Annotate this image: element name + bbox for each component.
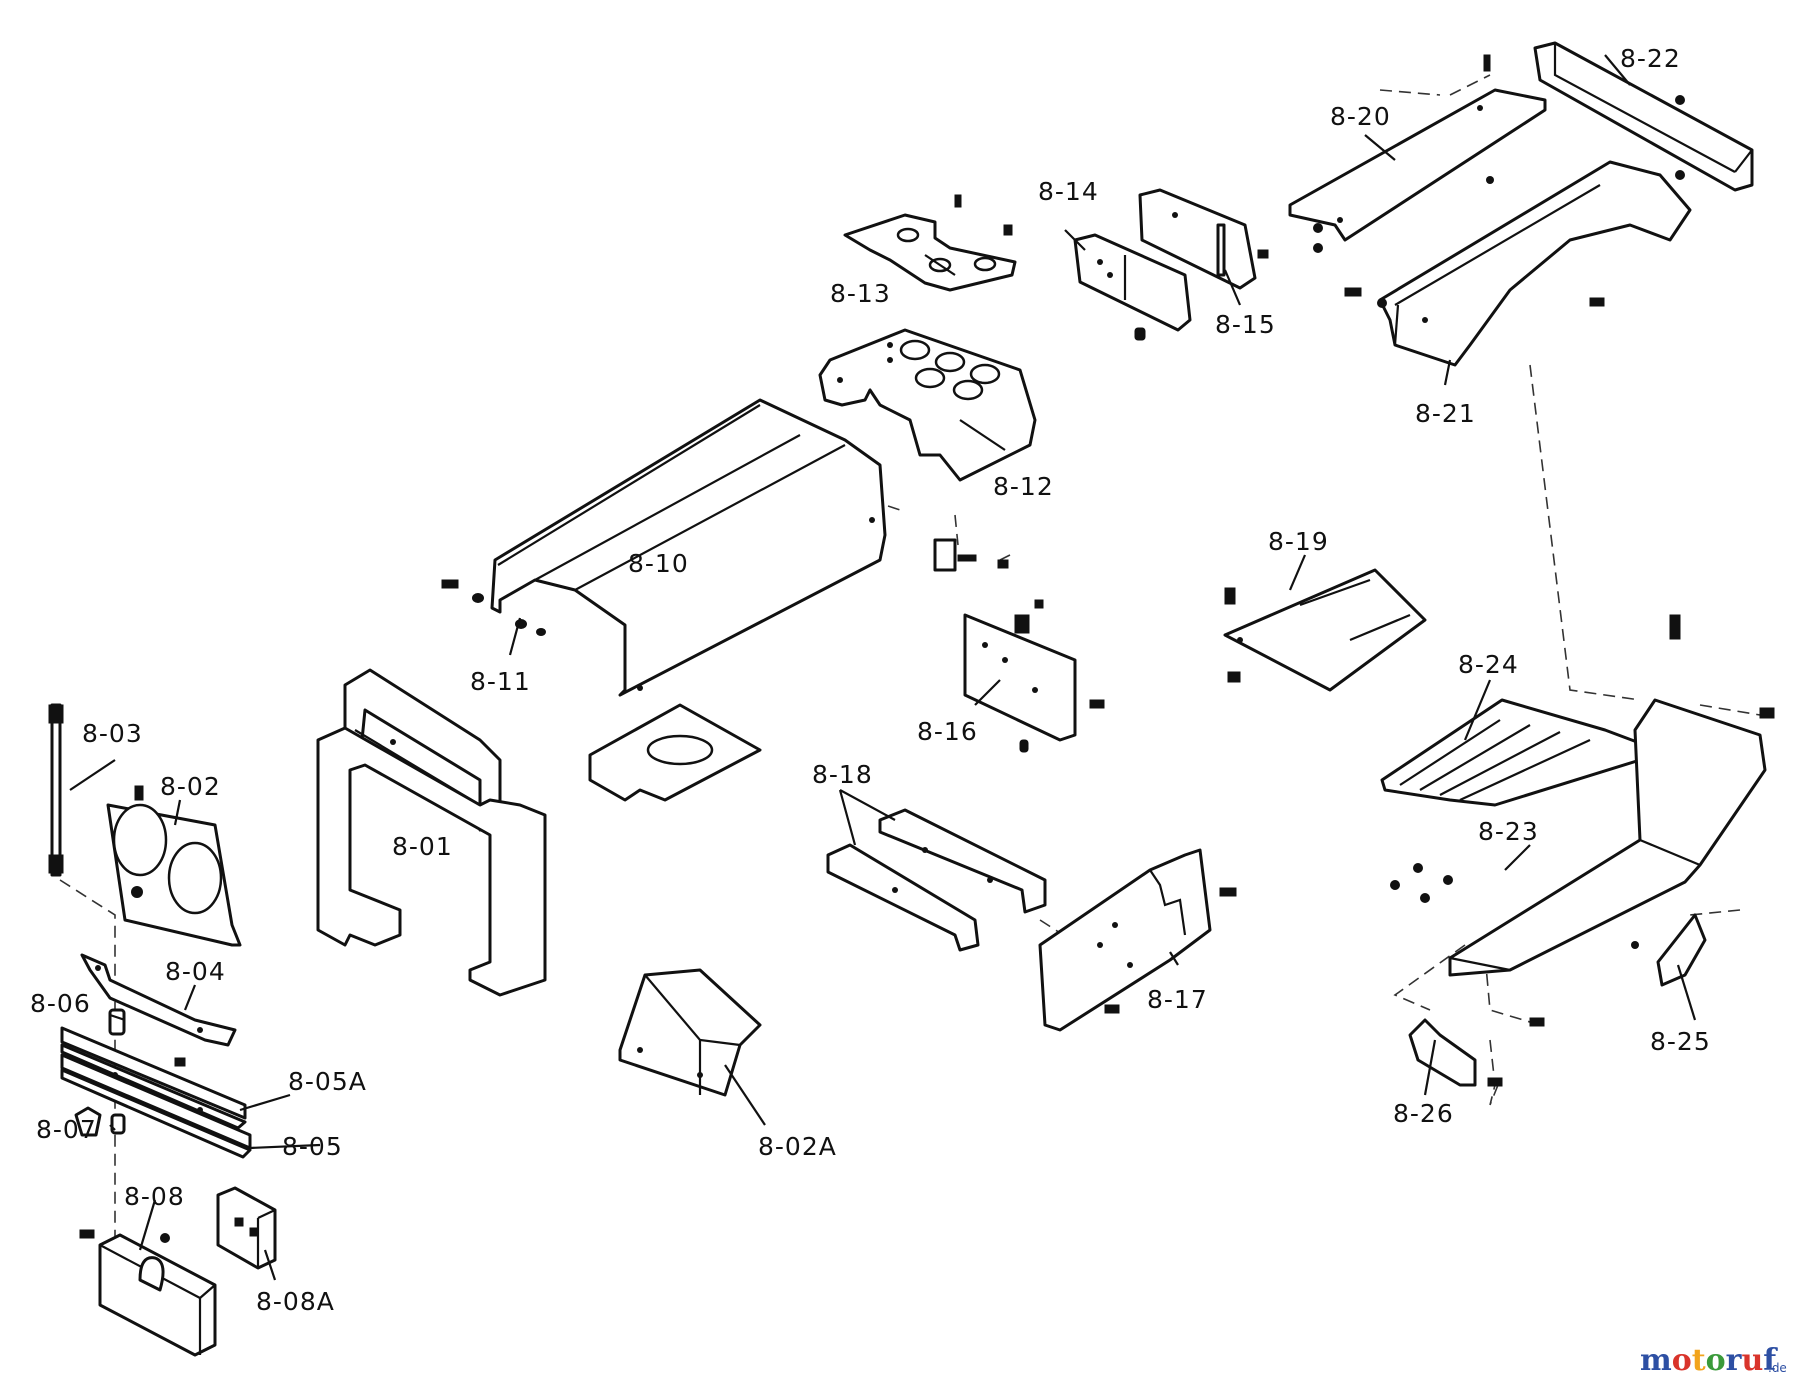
watermark-letter: o <box>1706 1343 1726 1378</box>
label-8-02A: 8-02A <box>758 1132 837 1161</box>
part-8-08A-plate <box>216 1186 277 1270</box>
part-8-21-fender <box>1344 160 1692 367</box>
label-8-05: 8-05 <box>282 1132 343 1161</box>
label-8-26: 8-26 <box>1393 1099 1454 1128</box>
label-8-21: 8-21 <box>1415 399 1476 428</box>
label-8-22: 8-22 <box>1620 44 1681 73</box>
label-8-24: 8-24 <box>1458 650 1519 679</box>
watermark-letter: m <box>1640 1343 1672 1378</box>
part-8-20-angle <box>1288 54 1547 253</box>
label-8-18: 8-18 <box>812 760 873 789</box>
label-8-14: 8-14 <box>1038 177 1099 206</box>
label-8-16: 8-16 <box>917 717 978 746</box>
part-8-03-rod <box>48 703 64 877</box>
watermark-suffix: .de <box>1768 1361 1787 1375</box>
label-8-17: 8-17 <box>1147 985 1208 1014</box>
part-8-02A-bracket <box>618 968 762 1097</box>
part-8-13-plate <box>843 194 1017 292</box>
label-8-12: 8-12 <box>993 472 1054 501</box>
callout-labels: 8-01 8-02 8-02A 8-03 8-04 8-05 8-05A 8-0… <box>30 44 1711 1316</box>
svg-text:motoruf: motoruf <box>1640 1343 1778 1378</box>
part-8-04-bracket <box>80 953 237 1047</box>
label-8-07: 8-07 <box>36 1115 97 1144</box>
label-8-08: 8-08 <box>124 1182 185 1211</box>
part-8-12-dash-panel <box>818 328 1037 482</box>
label-8-02: 8-02 <box>160 772 221 801</box>
part-8-10-hood <box>490 398 887 697</box>
label-8-10: 8-10 <box>628 549 689 578</box>
part-8-23-footrest <box>1390 614 1775 977</box>
watermark-letter: o <box>1672 1343 1692 1378</box>
part-8-02A-plate <box>588 703 762 802</box>
label-8-01: 8-01 <box>392 832 453 861</box>
watermark-letter: u <box>1741 1343 1763 1378</box>
watermark-letter: t <box>1692 1343 1706 1378</box>
part-8-16-panel <box>963 599 1105 753</box>
part-8-06-spacer <box>108 1008 126 1036</box>
part-8-15-bracket <box>1138 188 1269 290</box>
label-8-23: 8-23 <box>1478 817 1539 846</box>
part-8-19-plate <box>1223 568 1427 692</box>
part-8-22-channel <box>1533 41 1754 192</box>
callout-leaders <box>69 54 1697 1281</box>
label-8-04: 8-04 <box>165 957 226 986</box>
part-8-24-mat <box>1380 698 1647 807</box>
label-8-06: 8-06 <box>30 989 91 1018</box>
part-8-26-bracket <box>1408 1017 1545 1087</box>
label-8-05A: 8-05A <box>288 1067 367 1096</box>
label-8-08A: 8-08A <box>256 1287 335 1316</box>
part-8-01-grille-frame <box>316 668 547 997</box>
watermark-logo: motoruf .de <box>1640 1343 1787 1378</box>
label-8-13: 8-13 <box>830 279 891 308</box>
label-8-15: 8-15 <box>1215 310 1276 339</box>
part-8-14-bracket <box>1073 233 1192 341</box>
label-8-19: 8-19 <box>1268 527 1329 556</box>
part-8-18-angle-brackets <box>826 808 1047 952</box>
watermark-letter: r <box>1726 1343 1743 1378</box>
label-8-03: 8-03 <box>82 719 143 748</box>
part-8-16-switch <box>933 538 1009 572</box>
part-8-02-gauge-bezel <box>106 785 242 947</box>
part-8-17-panel <box>1038 848 1237 1032</box>
watermark-letter: f <box>1763 1343 1778 1378</box>
label-8-25: 8-25 <box>1650 1027 1711 1056</box>
part-8-08-mount-block <box>79 1229 217 1357</box>
part-8-25-clip <box>1631 913 1707 987</box>
part-8-07-knob <box>74 1106 126 1137</box>
label-8-11: 8-11 <box>470 667 531 696</box>
label-8-20: 8-20 <box>1330 102 1391 131</box>
